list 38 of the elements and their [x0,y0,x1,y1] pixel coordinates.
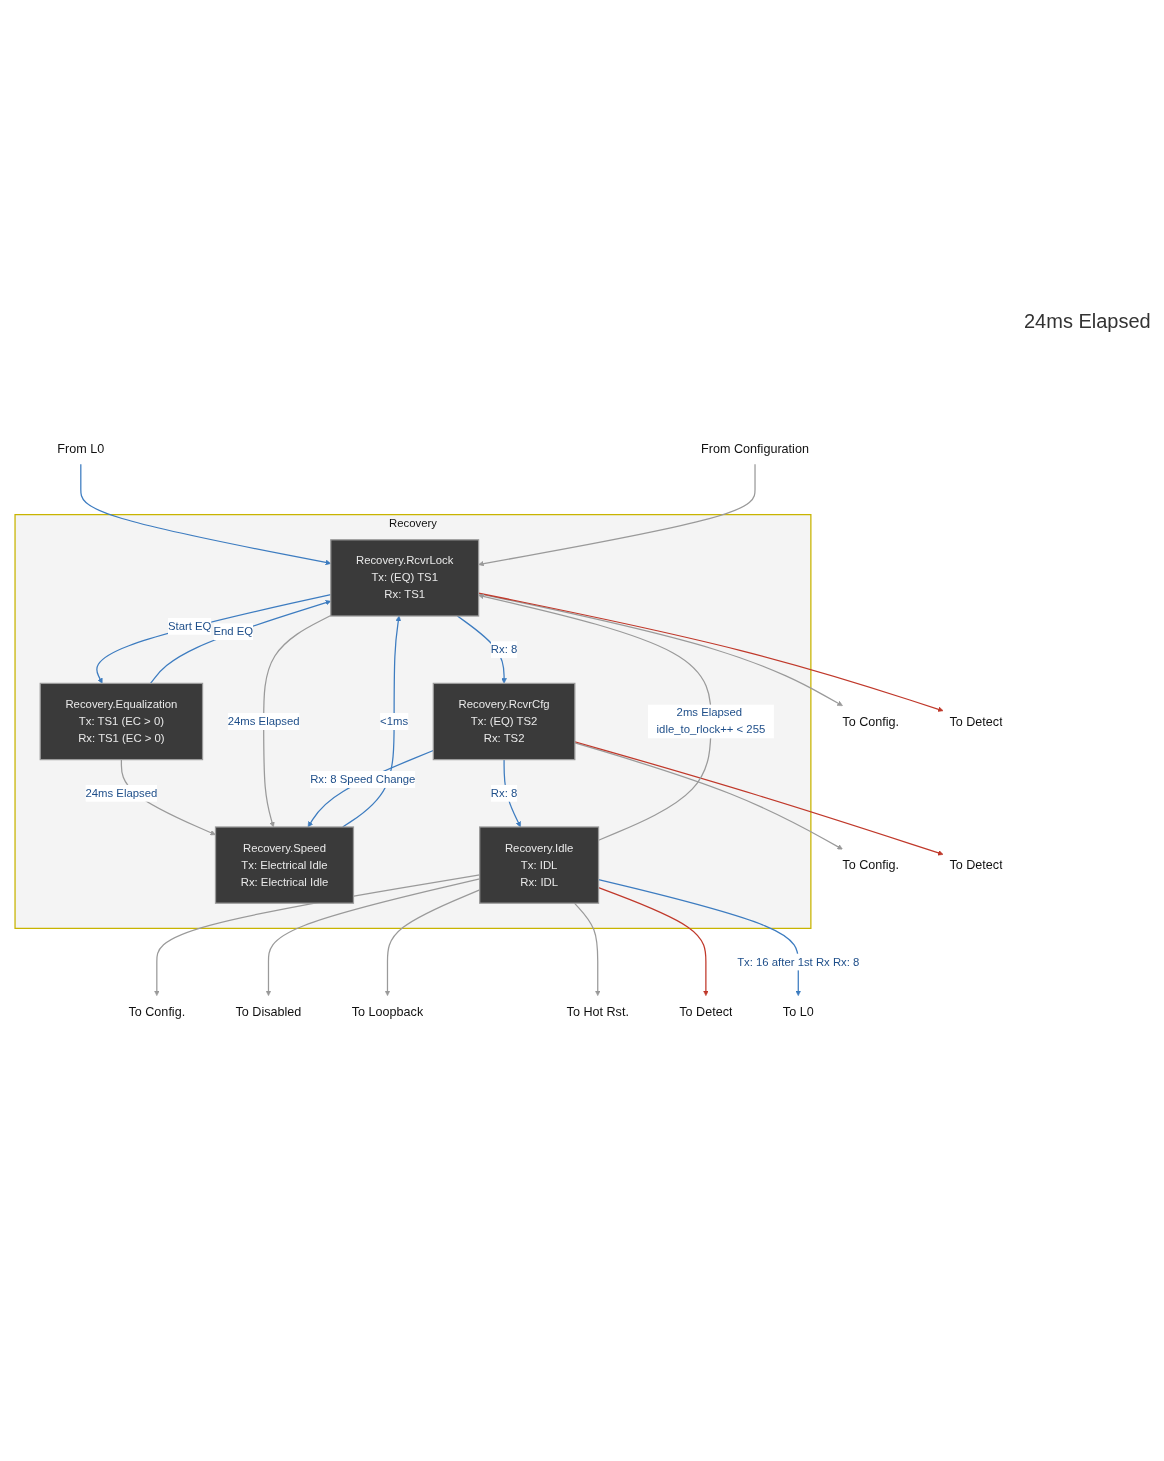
note-text: 24ms Elapsed [1024,310,1152,333]
node-box: Recovery.Equalization Tx: TS1 (EC > 0) Rx: TS1 (EC > 0) [39,682,204,761]
arrow [478,593,712,841]
node-box: Recovery.RcvrLock Tx: (EQ) TS1 Rx: TS1 [330,539,480,617]
edge-label: 24ms Elapsed [227,714,300,728]
arrow [573,902,601,996]
arrow [574,741,944,856]
node-text: To Disabled [235,1004,302,1019]
arrow [80,463,331,566]
node-text: To Detect [679,1004,733,1019]
node-text: To Loopback [351,1004,424,1019]
node-text: To L0 [782,1004,814,1019]
edge-label: <1ms [380,714,409,728]
edge-label: Start EQ [167,619,212,633]
edge-label: 2ms Elapsed idle_to_rlock++ < 255 [656,706,766,736]
arrow [263,614,332,828]
edge-label: Rx: 8 [490,786,518,800]
node-box: Recovery.Idle Tx: IDL Rx: IDL [479,826,600,904]
node-box: Recovery.RcvrCfg Tx: (EQ) TS2 Rx: TS2 [432,682,576,761]
arrow [307,749,434,828]
node-text: From Configuration [701,441,809,456]
node-text: To Hot Rst. [566,1004,629,1019]
node-text: From L0 [57,441,105,456]
node-text: To Config. [842,714,900,729]
node-box: Recovery.Speed Tx: Electrical Idle Rx: Electrical Idle [214,826,355,904]
edge-label: End EQ [213,625,254,638]
arrow [342,615,402,828]
edge-label: Rx: 8 [490,643,518,656]
arrow [574,742,843,850]
node-text: To Config. [128,1004,186,1019]
edge-label: 24ms Elapsed [85,786,158,800]
node-text: To Detect [949,858,1003,873]
edge-label: Rx: 8 Speed Change [310,772,416,786]
node-text: To Config. [842,858,900,873]
arrow [149,600,331,685]
node-text: To Detect [949,714,1003,729]
edge-label: Tx: 16 after 1st Rx Rx: 8 [737,955,860,969]
arrow [478,463,756,567]
